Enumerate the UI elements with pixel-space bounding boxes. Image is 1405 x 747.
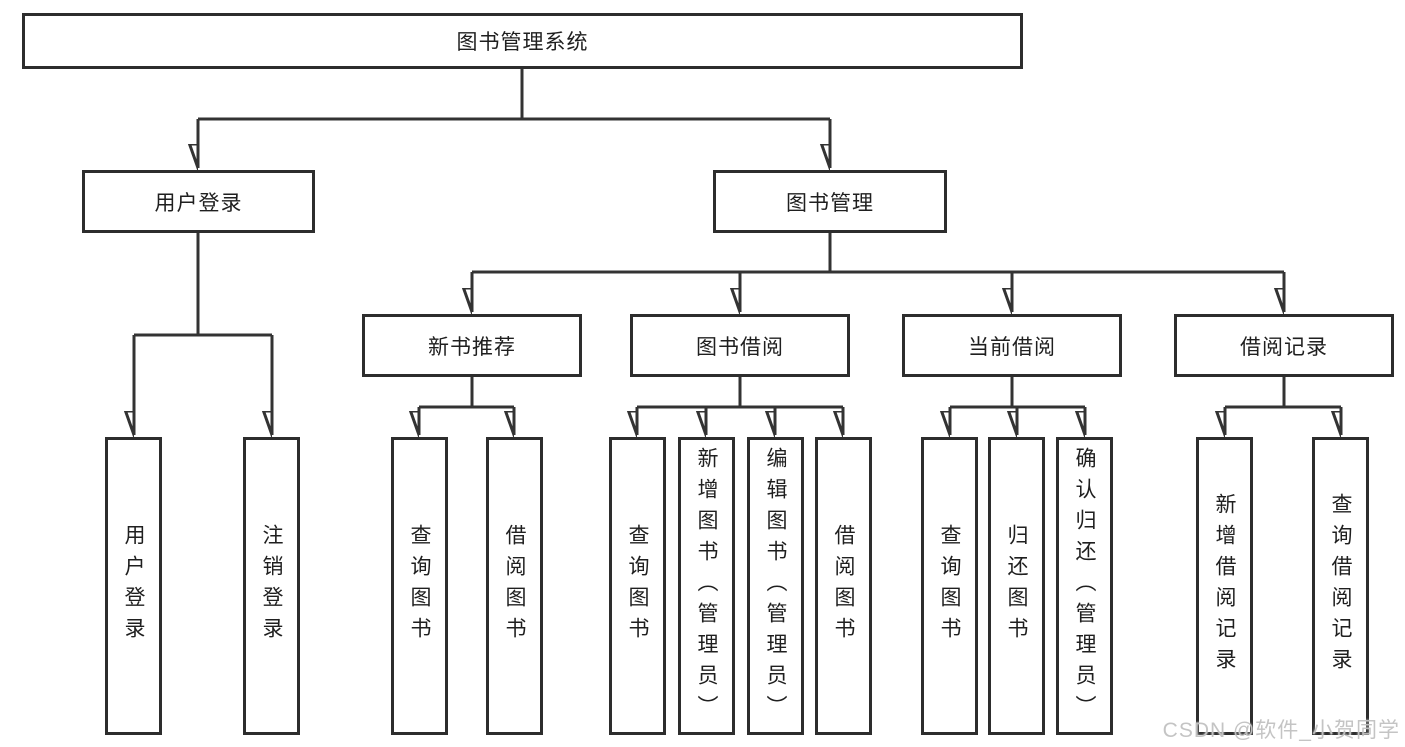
leaf-add-borrow-record: 新增借阅记录 — [1196, 437, 1253, 735]
node-label: 查询图书 — [938, 524, 962, 648]
node-label: 新增借阅记录 — [1213, 493, 1237, 679]
node-label: 图书管理 — [786, 191, 874, 215]
node-label: 图书借阅 — [696, 335, 784, 359]
watermark: CSDN @软件_小贺同学 — [1162, 719, 1400, 742]
leaf-borrow-books: 借阅图书 — [815, 437, 872, 735]
leaf-edit-book-admin: 编辑图书（管理员） — [747, 437, 804, 735]
connector-new-book-rail — [419, 377, 514, 409]
node-book-management: 图书管理 — [713, 170, 947, 233]
node-label: 注销登录 — [260, 524, 284, 648]
node-label: 图书管理系统 — [456, 31, 589, 54]
node-borrow-records: 借阅记录 — [1174, 314, 1394, 377]
node-label: 用户登录 — [154, 191, 243, 215]
leaf-logout: 注销登录 — [243, 437, 300, 735]
leaf-query-books-recommend: 查询图书 — [391, 437, 448, 735]
node-label: 确认归还（管理员） — [1073, 446, 1097, 726]
node-label: 编辑图书（管理员） — [764, 446, 788, 726]
leaf-borrow-books-recommend: 借阅图书 — [486, 437, 543, 735]
node-label: 当前借阅 — [968, 335, 1056, 359]
node-label: 用户登录 — [122, 524, 146, 648]
node-label: 借阅图书 — [832, 524, 856, 648]
leaf-query-books-current: 查询图书 — [921, 437, 978, 735]
node-new-book-recommend: 新书推荐 — [362, 314, 582, 377]
node-label: 查询图书 — [408, 524, 432, 648]
node-book-borrow: 图书借阅 — [630, 314, 850, 377]
node-label: 新增图书（管理员） — [695, 446, 719, 726]
connector-root-rail — [198, 68, 830, 121]
leaf-query-books-borrow: 查询图书 — [609, 437, 666, 735]
node-label: 查询借阅记录 — [1329, 493, 1353, 679]
leaf-user-login: 用户登录 — [105, 437, 162, 735]
node-label: 归还图书 — [1005, 524, 1029, 648]
connector-book-borrow-rail — [637, 377, 843, 409]
node-label: 借阅记录 — [1240, 335, 1328, 359]
leaf-confirm-return-admin: 确认归还（管理员） — [1056, 437, 1113, 735]
leaf-add-book-admin: 新增图书（管理员） — [678, 437, 735, 735]
connector-current-borrow-rail — [950, 377, 1085, 409]
connector-user-login-rail — [134, 233, 272, 337]
node-label: 新书推荐 — [428, 335, 516, 359]
leaf-return-books: 归还图书 — [988, 437, 1045, 735]
node-user-login: 用户登录 — [82, 170, 315, 233]
node-root: 图书管理系统 — [22, 13, 1023, 69]
leaf-query-borrow-record: 查询借阅记录 — [1312, 437, 1369, 735]
node-current-borrow: 当前借阅 — [902, 314, 1122, 377]
node-label: 查询图书 — [626, 524, 650, 648]
connector-borrow-record-rail — [1225, 377, 1341, 409]
connector-book-management-rail — [472, 233, 1284, 274]
node-label: 借阅图书 — [503, 524, 527, 648]
